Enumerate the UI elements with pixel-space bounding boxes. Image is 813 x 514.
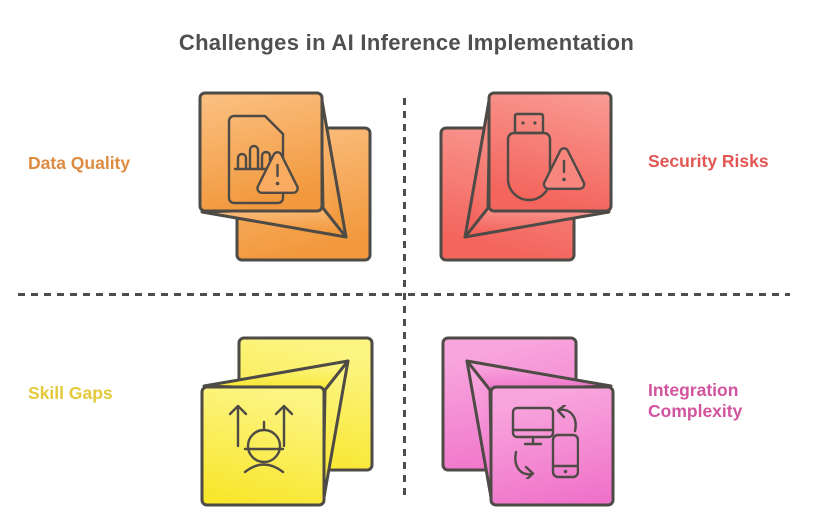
worker-frown-icon <box>228 404 294 474</box>
security-risks-cube <box>436 88 616 268</box>
diagram-title: Challenges in AI Inference Implementatio… <box>178 29 635 55</box>
horizontal-divider <box>18 293 790 296</box>
label-skill-gaps: Skill Gaps <box>28 383 113 403</box>
label-integration-complexity: Integration Complexity <box>648 380 743 421</box>
integration-complexity-cube <box>438 330 618 510</box>
data-quality-cube <box>195 88 375 268</box>
skill-gaps-cube <box>197 330 377 510</box>
label-security-risks: Security Risks <box>648 151 769 171</box>
device-sync-icon <box>511 405 579 479</box>
label-data-quality: Data Quality <box>28 153 131 173</box>
vertical-divider <box>403 98 406 495</box>
usb-warning-icon <box>506 112 586 202</box>
document-chart-warning-icon <box>227 114 299 205</box>
